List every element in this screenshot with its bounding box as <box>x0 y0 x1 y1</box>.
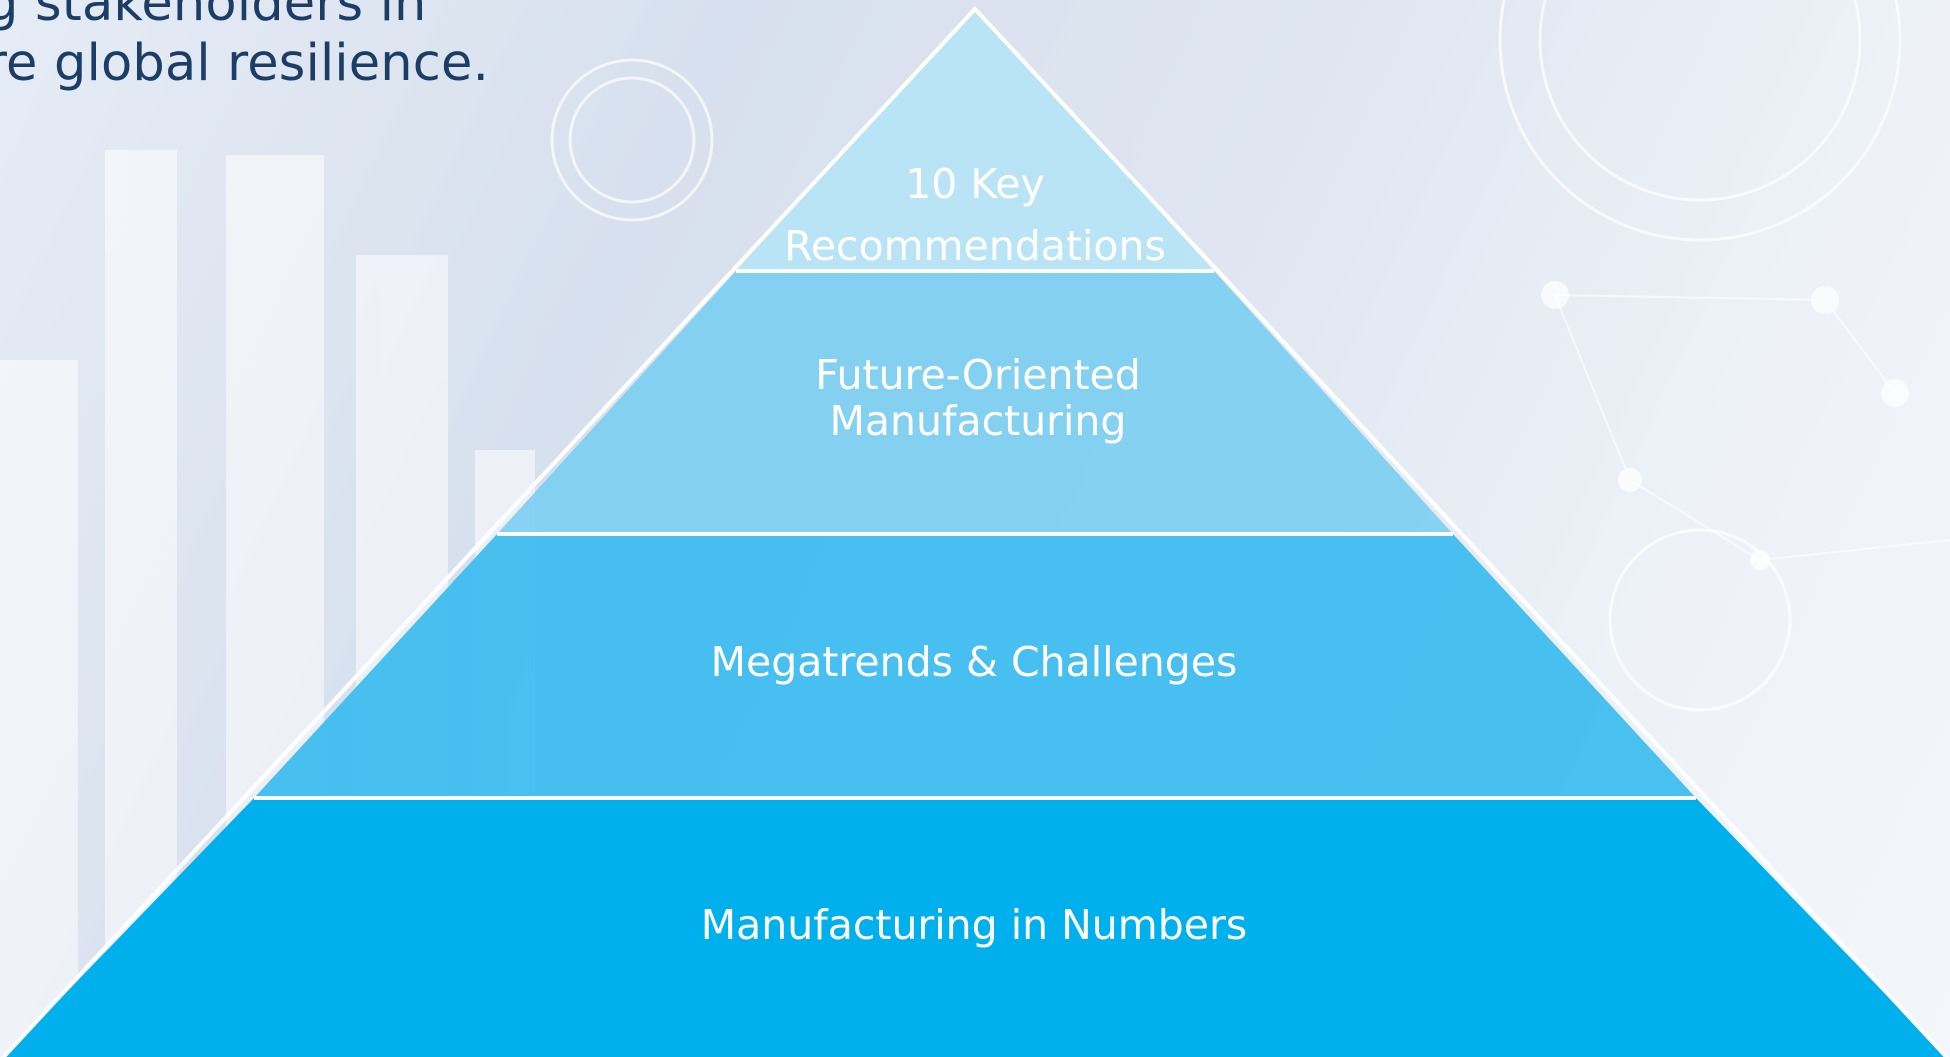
tier-1-label: 10 Key Recommendations <box>784 153 1166 277</box>
bg-bar <box>0 360 78 1057</box>
tier-2-label: Future-Oriented Manufacturing <box>815 352 1141 444</box>
bg-ring <box>550 58 714 222</box>
intro-line-2: re global resilience. <box>0 34 490 93</box>
tier-2-line-2: Manufacturing <box>829 397 1127 445</box>
bg-ring <box>1538 0 1862 202</box>
tier-2-line-1: Future-Oriented <box>815 351 1141 399</box>
intro-text: g stakeholders in re global resilience. <box>0 0 489 94</box>
tier-4-line-1: Manufacturing in Numbers <box>700 901 1248 949</box>
tier-1-line-1: 10 Key <box>905 160 1045 208</box>
tier-4-label: Manufacturing in Numbers <box>701 901 1247 950</box>
tier-2-shape <box>497 271 1453 534</box>
tier-3-label: Megatrends & Challenges <box>711 638 1238 687</box>
tier-1-shape <box>736 9 1214 271</box>
intro-line-1: g stakeholders in <box>0 0 427 33</box>
tier-3-line-1: Megatrends & Challenges <box>710 638 1238 686</box>
tier-3-shape <box>254 534 1696 798</box>
bg-ring <box>568 76 696 204</box>
tier-4-shape <box>3 798 1947 1057</box>
bg-ring <box>1608 528 1792 712</box>
pyramid-dividers <box>0 6 1950 1057</box>
tier-1-line-2: Recommendations <box>784 222 1166 270</box>
bg-ring <box>1498 0 1902 242</box>
